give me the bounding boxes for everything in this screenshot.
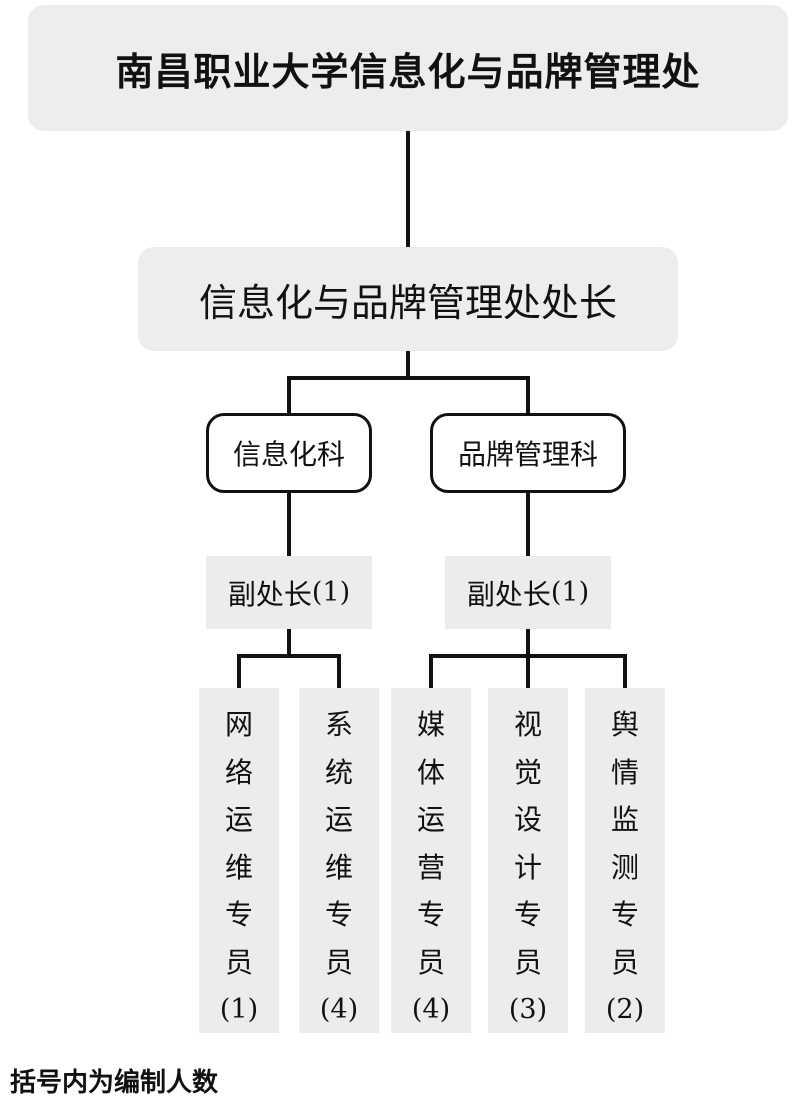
deputy-box-brand-management: 副处长(1) (445, 556, 611, 629)
role-char: 监 (610, 803, 639, 836)
role-char: 员 (610, 945, 639, 979)
deputy-label: 副处长 (466, 577, 551, 611)
role-char: 情 (610, 755, 639, 789)
role-char: 运 (416, 803, 445, 836)
deputy-box-informatization: 副处长(1) (206, 556, 372, 629)
role-count: (3) (508, 994, 548, 1025)
role-char: 专 (610, 898, 639, 931)
role-char: 维 (324, 850, 353, 884)
root-department-label: 南昌职业大学信息化与品牌管理处 (115, 49, 701, 94)
deputy-count: (1) (311, 577, 351, 608)
role-char: 运 (224, 803, 253, 836)
role-count: (4) (319, 994, 359, 1025)
role-char: 舆 (610, 708, 639, 741)
role-char: 员 (224, 945, 253, 979)
role-char: 设 (513, 803, 542, 836)
role-char: 员 (324, 945, 353, 979)
role-char: 媒 (416, 708, 445, 741)
role-char: 维 (224, 850, 253, 884)
role-count: (4) (411, 994, 451, 1025)
section-label: 品牌管理科 (457, 438, 598, 471)
role-char: 觉 (513, 755, 542, 789)
role-box-network-ops: 网 络 运 维 专 员 (1) (199, 688, 279, 1033)
role-char: 营 (416, 850, 445, 884)
section-label: 信息化科 (232, 438, 345, 471)
deputy-count: (1) (550, 577, 590, 608)
role-char: 视 (513, 708, 542, 741)
role-box-system-ops: 系 统 运 维 专 员 (4) (299, 688, 379, 1033)
director-box: 信息化与品牌管理处处长 (138, 247, 678, 351)
role-char: 专 (416, 898, 445, 931)
role-box-media-ops: 媒 体 运 营 专 员 (4) (391, 688, 471, 1033)
role-char: 系 (324, 708, 353, 741)
role-char: 员 (416, 945, 445, 979)
footnote: 括号内为编制人数 (10, 1068, 219, 1098)
role-char: 运 (324, 803, 353, 836)
role-char: 专 (224, 898, 253, 931)
role-box-visual-design: 视 觉 设 计 专 员 (3) (488, 688, 568, 1033)
root-department-box: 南昌职业大学信息化与品牌管理处 (28, 5, 788, 131)
role-char: 络 (224, 755, 253, 789)
role-char: 测 (610, 850, 639, 884)
section-box-brand-management: 品牌管理科 (430, 413, 626, 493)
role-count: (1) (219, 994, 259, 1025)
role-char: 网 (224, 708, 253, 741)
section-box-informatization: 信息化科 (206, 413, 372, 493)
role-count: (2) (605, 994, 645, 1025)
role-char: 专 (513, 898, 542, 931)
role-char: 专 (324, 898, 353, 931)
role-char: 统 (324, 755, 353, 789)
director-label: 信息化与品牌管理处处长 (198, 280, 617, 325)
role-char: 体 (416, 755, 445, 789)
deputy-label: 副处长 (227, 577, 312, 611)
role-char: 员 (513, 945, 542, 979)
role-box-opinion-monitoring: 舆 情 监 测 专 员 (2) (585, 688, 665, 1033)
role-char: 计 (513, 850, 542, 884)
